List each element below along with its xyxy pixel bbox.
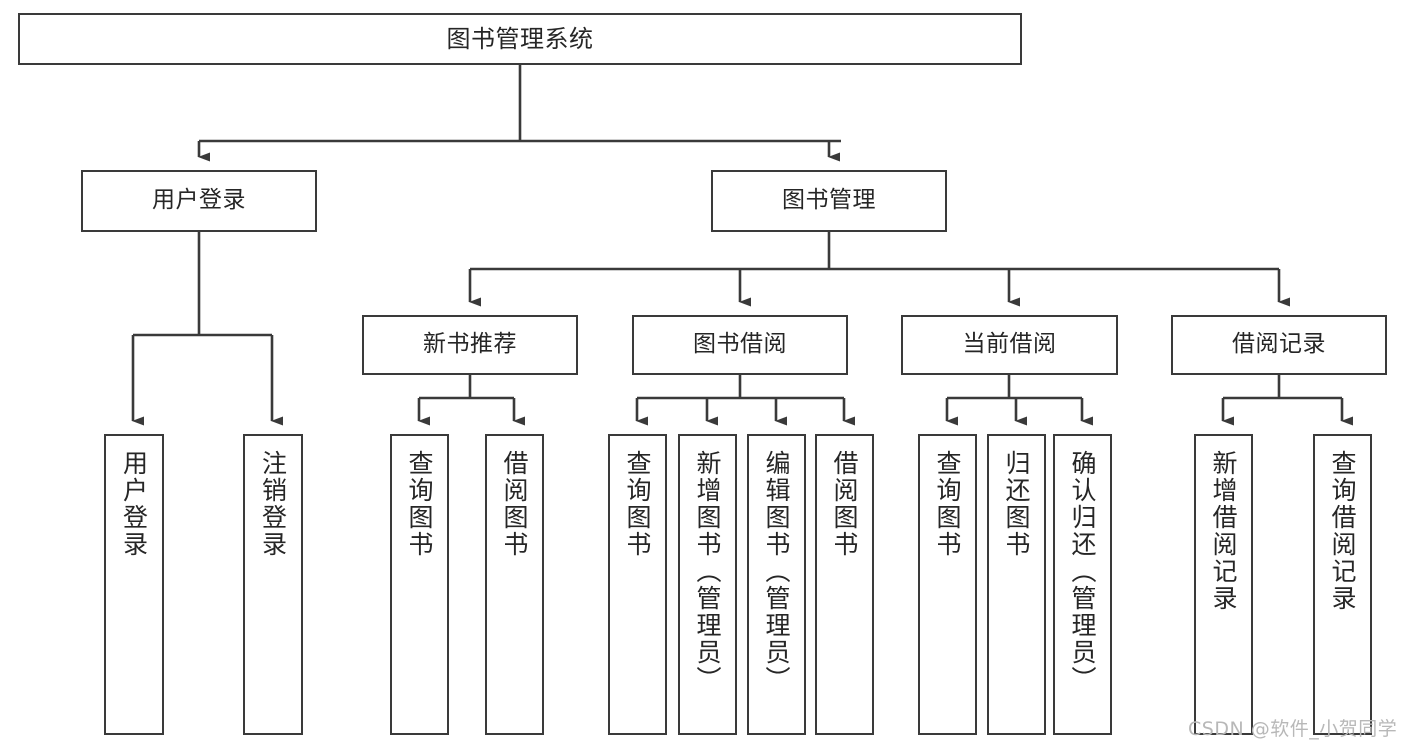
node-book-borrow[interactable]: 图书借阅 bbox=[632, 315, 848, 375]
node-borrow-record[interactable]: 借阅记录 bbox=[1171, 315, 1387, 375]
node-leaf-edit-book-label: 编辑图书（管理员） bbox=[762, 450, 791, 693]
node-leaf-borrow-book-1[interactable]: 借阅图书 bbox=[485, 434, 544, 735]
node-leaf-user-login-label: 用户登录 bbox=[119, 450, 149, 558]
node-leaf-logout-label: 注销登录 bbox=[258, 450, 288, 558]
node-leaf-borrow-book-1-label: 借阅图书 bbox=[500, 450, 529, 558]
node-current-borrow-label: 当前借阅 bbox=[962, 331, 1057, 358]
node-leaf-borrow-book-2[interactable]: 借阅图书 bbox=[815, 434, 874, 735]
node-leaf-confirm-return[interactable]: 确认归还（管理员） bbox=[1053, 434, 1112, 735]
node-leaf-query-book-1[interactable]: 查询图书 bbox=[390, 434, 449, 735]
node-new-book-recommend-label: 新书推荐 bbox=[423, 331, 517, 358]
node-leaf-query-record[interactable]: 查询借阅记录 bbox=[1313, 434, 1372, 735]
node-leaf-borrow-book-2-label: 借阅图书 bbox=[830, 450, 859, 558]
node-leaf-return-book-label: 归还图书 bbox=[1002, 450, 1031, 558]
node-leaf-query-book-3[interactable]: 查询图书 bbox=[918, 434, 977, 735]
node-leaf-query-book-2[interactable]: 查询图书 bbox=[608, 434, 667, 735]
node-leaf-add-record[interactable]: 新增借阅记录 bbox=[1194, 434, 1253, 735]
node-leaf-query-book-2-label: 查询图书 bbox=[623, 450, 652, 558]
node-leaf-add-record-label: 新增借阅记录 bbox=[1209, 450, 1238, 612]
node-leaf-query-book-1-label: 查询图书 bbox=[405, 450, 434, 558]
node-leaf-logout[interactable]: 注销登录 bbox=[243, 434, 303, 735]
node-leaf-query-book-3-label: 查询图书 bbox=[933, 450, 962, 558]
node-leaf-confirm-return-label: 确认归还（管理员） bbox=[1068, 450, 1097, 693]
node-new-book-recommend[interactable]: 新书推荐 bbox=[362, 315, 578, 375]
node-current-borrow[interactable]: 当前借阅 bbox=[901, 315, 1118, 375]
node-book-manage-label: 图书管理 bbox=[782, 187, 876, 214]
node-borrow-record-label: 借阅记录 bbox=[1232, 331, 1326, 358]
node-book-borrow-label: 图书借阅 bbox=[693, 331, 787, 358]
node-user-login-label: 用户登录 bbox=[152, 187, 246, 214]
node-leaf-edit-book[interactable]: 编辑图书（管理员） bbox=[747, 434, 806, 735]
watermark-text: CSDN @软件_小贺同学 bbox=[1188, 718, 1398, 740]
node-book-manage[interactable]: 图书管理 bbox=[711, 170, 947, 232]
node-leaf-add-book-label: 新增图书（管理员） bbox=[693, 450, 722, 693]
node-leaf-add-book[interactable]: 新增图书（管理员） bbox=[678, 434, 737, 735]
node-leaf-query-record-label: 查询借阅记录 bbox=[1328, 450, 1357, 612]
node-root-label: 图书管理系统 bbox=[446, 24, 594, 53]
node-root[interactable]: 图书管理系统 bbox=[18, 13, 1022, 65]
node-leaf-user-login[interactable]: 用户登录 bbox=[104, 434, 164, 735]
node-leaf-return-book[interactable]: 归还图书 bbox=[987, 434, 1046, 735]
node-user-login[interactable]: 用户登录 bbox=[81, 170, 317, 232]
